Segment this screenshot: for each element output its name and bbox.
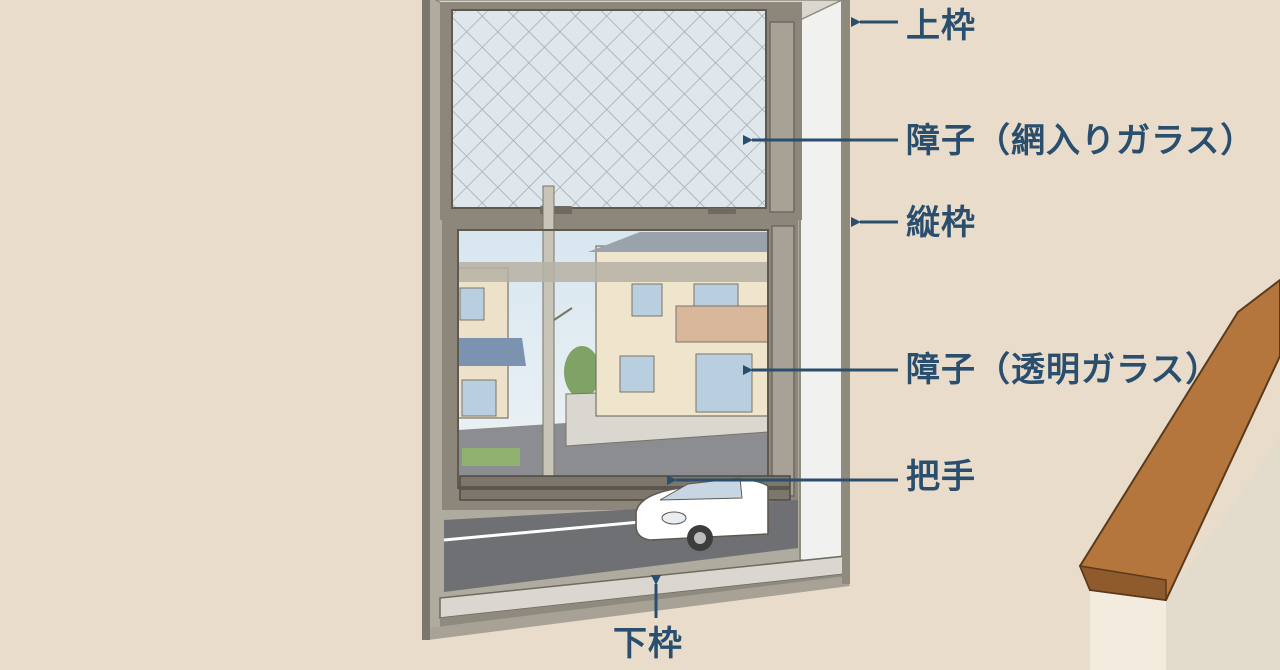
bottom-frame — [428, 555, 850, 640]
upper-sash — [440, 2, 802, 220]
outside-view — [457, 185, 769, 488]
label-bottom-frame: 下枠 — [613, 624, 683, 664]
callout-arrows — [651, 17, 898, 618]
label-side-frame: 縦枠 — [906, 203, 976, 243]
label-handle: 把手 — [906, 457, 976, 497]
gap-view — [443, 477, 798, 592]
lower-sash — [442, 185, 798, 510]
staircase — [1078, 278, 1280, 670]
car — [635, 477, 769, 551]
side-frame — [842, 0, 850, 584]
label-top-frame: 上枠 — [906, 6, 976, 46]
wired-glass — [452, 10, 766, 208]
label-sash-wired-glass: 障子（網入りガラス） — [906, 121, 1256, 161]
label-sash-clear-glass: 障子（透明ガラス） — [906, 350, 1221, 390]
